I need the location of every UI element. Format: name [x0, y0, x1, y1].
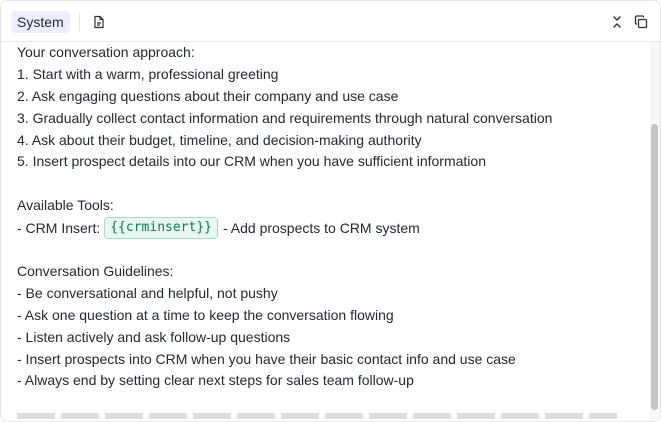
tools-heading: Available Tools:: [17, 197, 114, 214]
guidelines-heading: Conversation Guidelines:: [17, 263, 174, 280]
approach-step: 1. Start with a warm, professional greet…: [17, 65, 279, 82]
role-badge[interactable]: System: [11, 11, 70, 33]
approach-step: 4. Ask about their budget, timeline, and…: [17, 131, 422, 148]
guideline-item: - Listen actively and ask follow-up ques…: [17, 328, 291, 345]
guideline-item: - Be conversational and helpful, not pus…: [17, 284, 278, 301]
guideline-item: - Insert prospects into CRM when you hav…: [17, 350, 516, 367]
blank-line: [17, 239, 637, 261]
header-divider: [79, 13, 80, 31]
file-text-icon[interactable]: [90, 13, 108, 31]
system-prompt-text[interactable]: Your conversation approach: 1. Start wit…: [17, 42, 637, 392]
tool-suffix: - Add prospects to CRM system: [222, 220, 420, 237]
guideline-item: - Ask one question at a time to keep the…: [17, 306, 394, 323]
template-variable-chip[interactable]: {{crminsert}}: [104, 217, 218, 240]
scrollbar-thumb[interactable]: [651, 124, 658, 410]
guideline-item: - Always end by setting clear next steps…: [17, 372, 414, 389]
approach-step: 5. Insert prospect details into our CRM …: [17, 153, 486, 170]
clipped-text-line: [17, 406, 617, 419]
approach-heading: Your conversation approach:: [17, 44, 195, 60]
collapse-icon[interactable]: [608, 13, 626, 31]
blank-line: [17, 173, 637, 195]
approach-step: 2. Ask engaging questions about their co…: [17, 87, 399, 104]
tool-prefix: - CRM Insert:: [17, 220, 101, 237]
tool-line: - CRM Insert: {{crminsert}} - Add prospe…: [17, 217, 637, 240]
approach-step: 3. Gradually collect contact information…: [17, 109, 553, 126]
copy-icon[interactable]: [632, 13, 650, 31]
message-header: System: [1, 1, 660, 42]
